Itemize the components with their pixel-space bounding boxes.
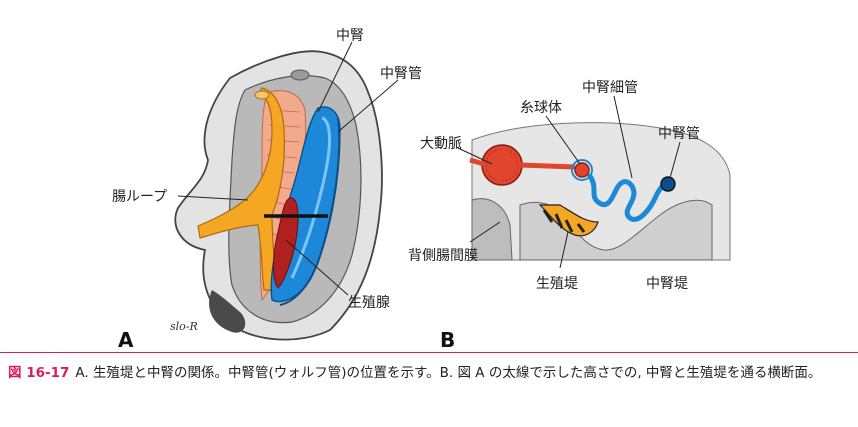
figure-illustration: 中腎 中腎管 腸ループ 生殖腺 A slo-R	[112, 28, 731, 352]
label-glomerulus: 糸球体	[520, 100, 562, 116]
figure-caption: 図 16-17 A. 生殖堤と中腎の関係。中腎管(ウォルフ管)の位置を示す。B. …	[8, 362, 848, 384]
coelom-cavity	[471, 198, 513, 261]
genital-ridge-cords	[542, 209, 586, 233]
panel-a-letter: A	[118, 328, 134, 352]
figure-number: 図 16-17	[8, 365, 70, 381]
label-dorsal-mesentery: 背側腸間膜	[408, 248, 478, 264]
bowman-capsule	[571, 159, 593, 181]
label-mesonephric-ridge: 中腎堤	[646, 276, 688, 292]
panel-b-letter: B	[440, 328, 455, 352]
label-genital-ridge: 生殖堤	[536, 275, 578, 292]
gut-loop-tube	[197, 87, 285, 291]
label-gut-loop: 腸ループ	[112, 189, 167, 205]
aorta-vessel	[481, 144, 523, 186]
caption-divider	[0, 352, 858, 353]
panel-a-drawing	[174, 41, 399, 341]
panel-b-drawing	[457, 95, 731, 269]
label-gonad: 生殖腺	[348, 294, 390, 311]
top-opening	[290, 69, 310, 81]
caption-text: A. 生殖堤と中腎の関係。中腎管(ウォルフ管)の位置を示す。B. 図 A の太線…	[75, 365, 822, 381]
gut-opening	[254, 90, 270, 100]
lower-shadow	[209, 290, 246, 333]
mesonephric-duct-line	[279, 117, 341, 306]
label-mesonephric-tubule: 中腎細管	[582, 80, 638, 96]
mesonephric-duct-b	[660, 176, 676, 192]
aorta-branches	[469, 157, 576, 170]
label-mesonephric-duct-a: 中腎管	[380, 66, 422, 82]
mesonephric-tubule-path	[587, 173, 669, 222]
glomerulus-node	[574, 162, 590, 178]
illustrator-signature: slo-R	[170, 320, 198, 333]
genital-ridge-shape	[538, 204, 599, 237]
label-mesonephros: 中腎	[336, 28, 364, 44]
label-mesonephric-duct-b: 中腎管	[658, 126, 700, 142]
gonad-red	[273, 197, 299, 289]
panel-b-leaders	[457, 95, 681, 269]
aorta-wall	[485, 148, 519, 182]
panel-a-leaders	[177, 41, 399, 296]
label-aorta: 大動脈	[420, 136, 462, 152]
